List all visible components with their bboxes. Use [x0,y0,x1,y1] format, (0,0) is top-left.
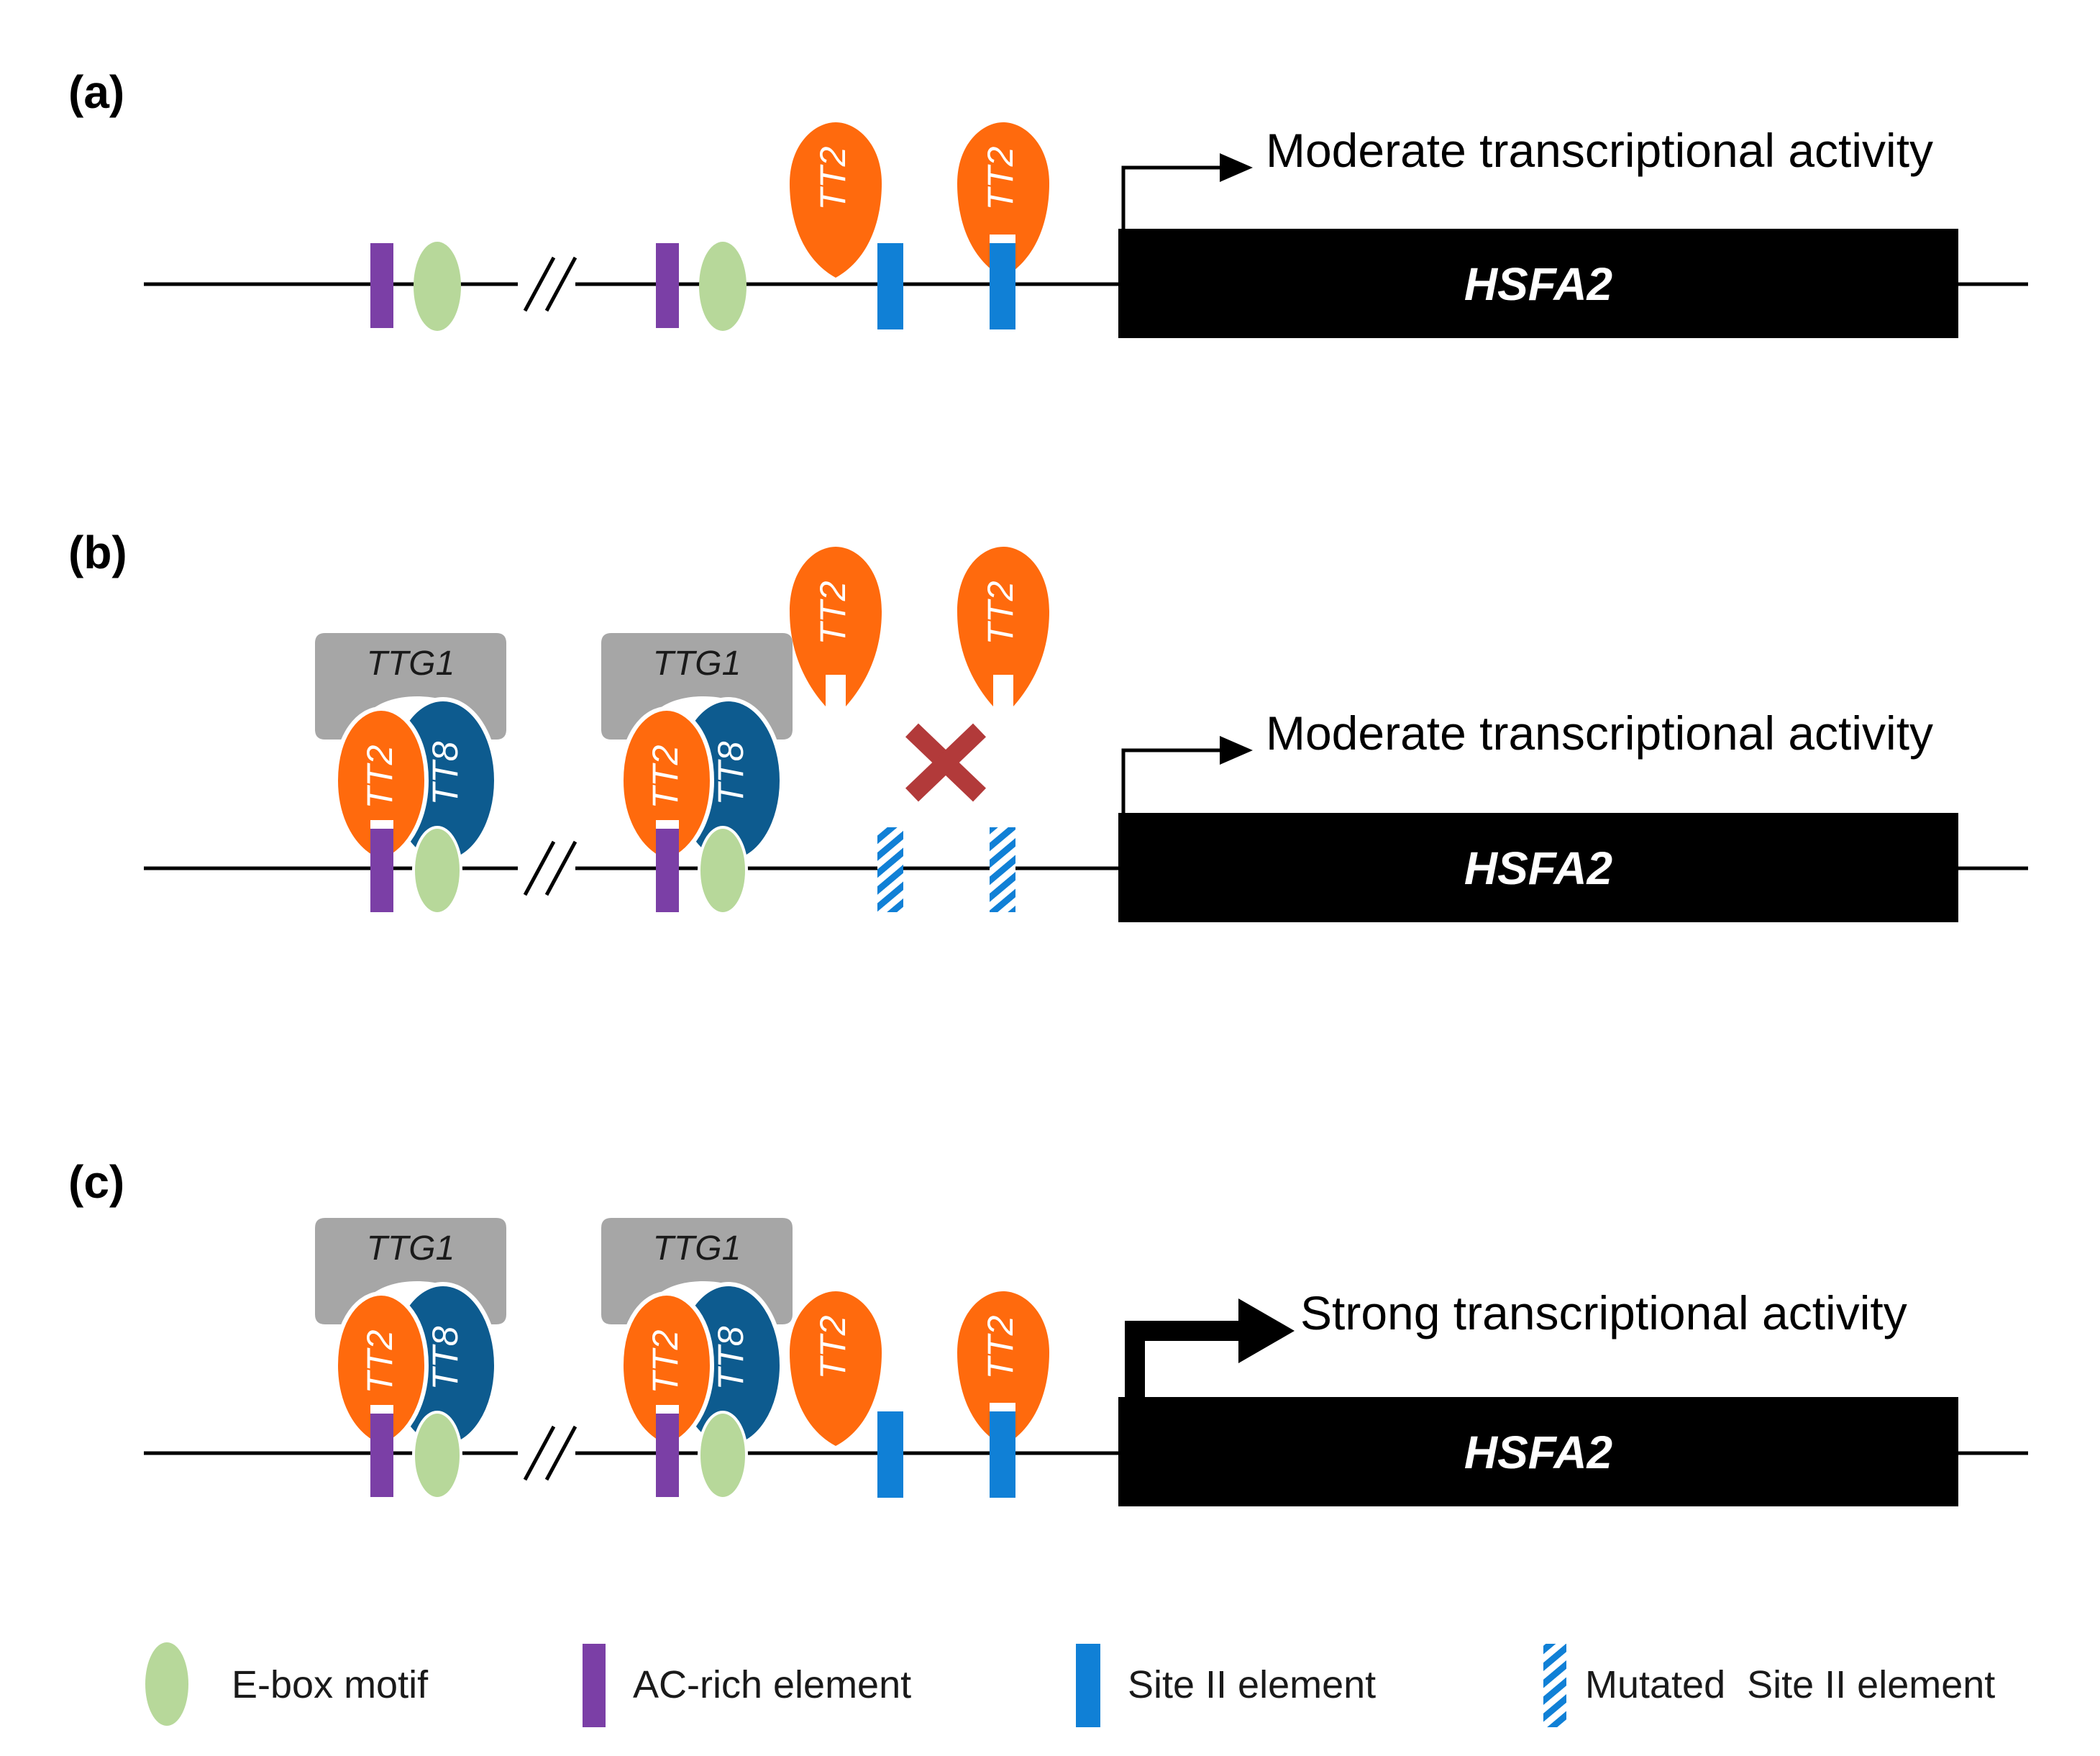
e-box-motif [414,242,461,331]
e-box-motif [412,1411,462,1500]
transcription-arrow-strong [1125,1298,1295,1397]
legend-label: E-box motif [232,1663,429,1706]
ttg1-tt2-tt8-complex: TTG1 TT8 TT2 [315,1218,506,1450]
site-ii-element-swatch [1076,1644,1100,1727]
ttg1-label: TTG1 [653,645,741,683]
tt2-label: TT2 [980,581,1021,645]
tt2-protein: TT2 [790,122,882,278]
panel-b: (b) TTG1 TT8 TT2 TTG1 TT8 TT2 [68,527,2028,922]
legend-item-ebox: E-box motif [145,1642,429,1726]
tt2-label: TT2 [645,1329,685,1393]
site-ii-element [990,242,1015,329]
tt2-protein-unbound: TT2 [957,547,1049,706]
site-ii-element [877,1410,903,1498]
tt8-label: TT8 [425,741,465,805]
mutated-site-ii-element [990,827,1015,912]
tt2-protein [618,1291,715,1450]
legend-label: AC-rich element [633,1663,911,1706]
panel-a-label: (a) [68,66,124,118]
ttg1-label: TTG1 [367,645,455,683]
ac-rich-element [370,243,393,328]
e-box-motif [699,242,747,331]
legend-item-mutated-site-ii: Mutated Site II element [1543,1644,1995,1727]
site-ii-element [990,1410,1015,1498]
tt2-label: TT2 [813,581,853,645]
tt2-protein: TT2 [957,1291,1049,1446]
legend-item-site-ii: Site II element [1076,1644,1376,1727]
e-box-motif [698,1411,748,1500]
ac-rich-element-swatch [583,1644,606,1727]
transcription-arrow [1121,736,1253,813]
tt2-label: TT2 [645,745,685,809]
activity-label: Strong transcriptional activity [1300,1286,1907,1339]
ac-rich-element [370,827,393,912]
tt8-label: TT8 [711,1326,751,1390]
tt2-protein: TT2 [790,1291,882,1446]
hsfa2-gene-box [1118,229,1958,338]
hsfa2-gene-box [1118,813,1958,922]
panel-a: (a) TT2 TT2 HSFA2 Moderate transc [68,66,2028,338]
site-ii-element [877,242,903,329]
tt2-label: TT2 [360,745,400,809]
panel-b-label: (b) [68,527,127,578]
legend-label: Mutated Site II element [1585,1663,1995,1706]
panel-c: (c) TTG1 TT8 TT2 TTG1 TT8 TT2 [68,1156,2028,1506]
panel-c-label: (c) [68,1156,124,1208]
tt2-protein: TT2 [957,122,1049,278]
hsfa2-gene-label: HSFA2 [1464,258,1612,310]
e-box-motif-swatch [145,1642,188,1726]
e-box-motif [412,826,462,915]
legend: E-box motif AC-rich element Site II elem… [145,1642,1995,1727]
ac-rich-element [370,1412,393,1497]
activity-label: Moderate transcriptional activity [1266,124,1933,177]
ac-rich-element [656,1412,679,1497]
ac-rich-element [656,827,679,912]
legend-label: Site II element [1128,1663,1376,1706]
ttg1-tt2-tt8-complex: TTG1 TT8 TT2 [601,1218,793,1450]
tt8-label: TT8 [711,741,751,805]
tt2-protein [333,1291,429,1450]
ttg1-label: TTG1 [653,1229,741,1268]
tt2-protein [618,706,715,865]
mutated-site-ii-element [877,827,903,912]
ttg1-label: TTG1 [367,1229,455,1268]
tt2-label: TT2 [813,1315,853,1379]
tt2-label: TT2 [360,1329,400,1393]
hsfa2-gene-box [1118,1397,1958,1506]
tt2-label: TT2 [980,146,1021,210]
transcription-arrow [1121,153,1253,229]
hsfa2-gene-label: HSFA2 [1464,842,1612,894]
hsfa2-gene-label: HSFA2 [1464,1427,1612,1478]
ttg1-tt2-tt8-complex: TTG1 TT8 TT2 [601,633,793,865]
tt2-label: TT2 [813,146,853,210]
no-binding-cross-icon [905,723,986,802]
mutated-site-ii-element-swatch [1543,1644,1566,1727]
ttg1-tt2-tt8-complex: TTG1 TT8 TT2 [315,633,506,865]
ac-rich-element [656,243,679,328]
tt2-label: TT2 [980,1315,1021,1379]
tt2-protein-unbound: TT2 [790,547,882,706]
activity-label: Moderate transcriptional activity [1266,706,1933,760]
tt2-protein [333,706,429,865]
legend-item-ac-rich: AC-rich element [583,1644,911,1727]
e-box-motif [698,826,748,915]
tt8-label: TT8 [425,1326,465,1390]
